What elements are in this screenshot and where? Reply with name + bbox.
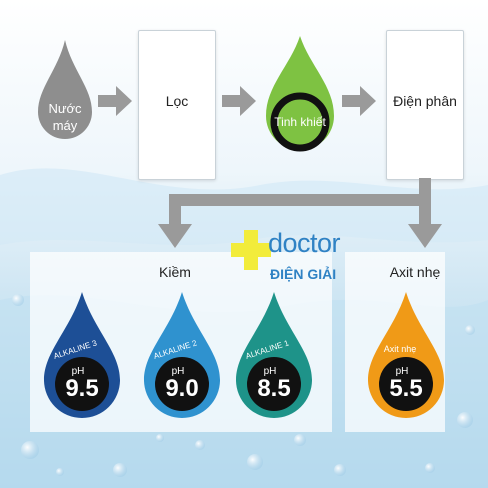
brand-name: doctor [268,228,341,258]
ph-ring [379,357,433,411]
ph-value: 9.5 [65,375,98,402]
electrolysis-box [386,30,464,180]
ph-ring [55,357,109,411]
ph-ring [247,357,301,411]
brand-cross-icon [231,230,271,270]
electrolysis-label: Điện phân [393,93,457,109]
filter-label: Lọc [165,93,189,109]
arrow-1 [98,86,132,116]
ph-value: 5.5 [389,375,422,402]
ph-ring [155,357,209,411]
filter-box [138,30,216,180]
ph-unit-label: pH [264,366,277,377]
arrow-2 [222,86,256,116]
ph-value: 9.0 [165,375,198,402]
ph-value: 8.5 [257,375,290,402]
arrow-down-alkaline [158,224,192,248]
tap-water-drop [38,40,92,139]
ph-unit-label: pH [172,366,185,377]
ph-drop-4: Axit nhẹ pH5.5 [368,292,444,418]
acid-title: Axit nhẹ [389,264,441,280]
arrow-down-acid [408,224,442,248]
arrow-3 [342,86,376,116]
brand-subtitle: ĐIỆN GIẢI [270,266,337,282]
pure-water-ring [270,92,330,152]
branch-line [169,178,431,226]
alkaline-title: Kiềm [159,264,191,280]
drop-series-label: Axit nhẹ [384,344,417,354]
ph-unit-label: pH [396,366,409,377]
ph-unit-label: pH [72,366,85,377]
tap-water-label: Nước máy [48,101,82,133]
pure-water-label: Tinh khiết [274,115,326,129]
